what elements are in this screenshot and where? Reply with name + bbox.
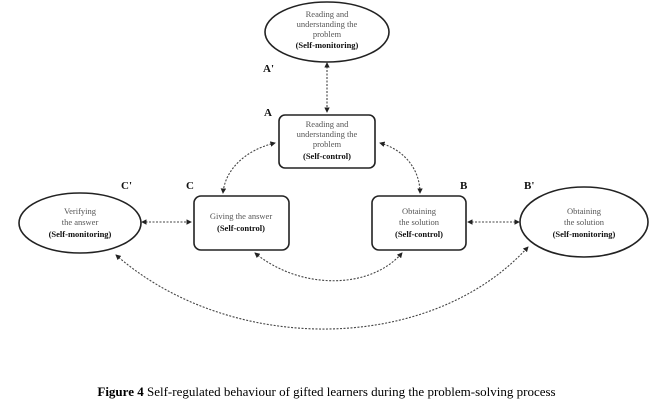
node-b: Obtaining the solution (Self-control) — [371, 195, 467, 251]
node-c-bold: (Self-control) — [217, 223, 265, 233]
edge-cprime-bprime — [115, 246, 529, 330]
node-b-line-2: the solution — [399, 217, 440, 227]
label-b-prime: B' — [524, 180, 534, 192]
label-c: C — [186, 180, 194, 192]
label-c-prime: C' — [121, 180, 132, 192]
node-a-line-1: Reading and — [306, 119, 349, 129]
edge-a-c — [220, 141, 276, 194]
node-c-prime-line-1: Verifying — [64, 206, 97, 216]
node-a-prime: Reading and understanding the problem (S… — [264, 1, 390, 63]
node-a-prime-line-1: Reading and — [306, 9, 349, 19]
figure-caption: Figure 4 Self-regulated behaviour of gif… — [0, 384, 653, 400]
node-b-prime: Obtaining the solution (Self-monitoring) — [519, 186, 649, 258]
label-a-prime: A' — [263, 63, 274, 75]
node-c-prime-bold: (Self-monitoring) — [49, 229, 112, 239]
node-a-prime-line-2: understanding the — [297, 19, 358, 29]
node-a: Reading and understanding the problem (S… — [278, 114, 376, 169]
node-a-prime-line-3: problem — [313, 29, 342, 39]
node-a-line-3: problem — [313, 139, 342, 149]
node-b-prime-line-2: the solution — [564, 217, 605, 227]
node-a-prime-bold: (Self-monitoring) — [296, 40, 359, 50]
node-b-prime-bold: (Self-monitoring) — [553, 229, 616, 239]
label-a: A — [264, 107, 272, 119]
node-c-prime: Verifying the answer (Self-monitoring) — [18, 192, 142, 254]
node-b-line-1: Obtaining — [402, 206, 437, 216]
node-a-bold: (Self-control) — [303, 151, 351, 161]
node-c-line-1: Giving the answer — [210, 211, 272, 221]
edge-c-b — [254, 252, 403, 282]
label-b: B — [460, 180, 468, 192]
figure-caption-text: Self-regulated behaviour of gifted learn… — [143, 384, 556, 399]
node-c: Giving the answer (Self-control) — [193, 195, 290, 251]
node-b-prime-line-1: Obtaining — [567, 206, 602, 216]
node-c-prime-line-2: the answer — [62, 217, 99, 227]
node-a-line-2: understanding the — [297, 129, 358, 139]
node-b-bold: (Self-control) — [395, 229, 443, 239]
figure-caption-prefix: Figure 4 — [97, 384, 144, 399]
edge-a-b — [379, 141, 423, 194]
